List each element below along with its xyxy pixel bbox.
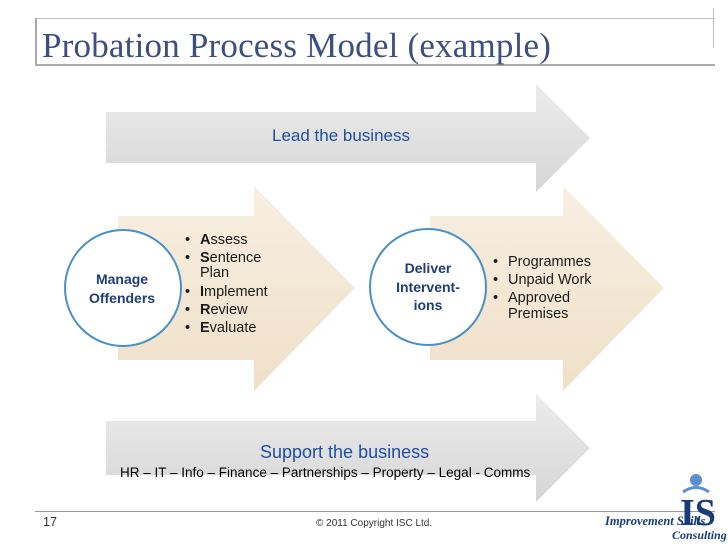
deliver-label-line1: Deliver [404,260,452,276]
title-frame-bottom-line [35,64,715,66]
support-functions-list: HR – IT – Info – Finance – Partnerships … [120,465,531,480]
copyright-notice: © 2011 Copyright ISC Ltd. [316,518,433,529]
step-implement: Implement [182,284,292,300]
support-arrow-label: Support the business [260,442,430,462]
logo-dot [690,474,702,486]
deliver-chevron-shape [430,186,664,391]
manage-label-line1: Manage [95,271,149,287]
company-logo-icon [682,474,710,494]
deliver-interventions-label: Deliver Intervent- ions [380,259,476,315]
logo-mark: IS [680,492,716,534]
slide-title: Probation Process Model (example) [42,26,552,65]
step-assess: Assess [182,232,292,248]
step-evaluate: Evaluate [182,320,292,336]
lead-arrow-shape [106,84,590,192]
deliver-item-approved-premises: Approved Premises [490,291,630,322]
deliver-item-programmes: Programmes [490,254,630,270]
title-frame-left-line [35,18,37,64]
logo-line-1: Improvement Skills [605,514,706,528]
manage-circle [64,229,182,347]
deliver-circle [369,228,487,346]
lead-arrow-label: Lead the business [272,126,410,145]
deliver-label-line2: Intervent- [396,278,460,295]
support-arrow-shape [106,394,590,502]
logo-line-2: Consulting [672,528,727,542]
assess-steps-list: Assess Sentence Plan Implement Review Ev… [182,232,292,339]
title-frame-right-line [713,8,714,48]
manage-label-line2: Offenders [88,289,156,306]
step-review: Review [182,302,292,318]
deliver-items-list: Programmes Unpaid Work Approved Premises [490,254,630,325]
deliver-item-unpaid-work: Unpaid Work [490,272,630,288]
title-frame-top-line [35,18,715,19]
footer-divider [35,511,715,512]
deliver-label-line3: ions [413,297,443,314]
logo-swoosh [682,486,710,494]
page-number: 17 [43,515,57,529]
manage-offenders-label: Manage Offenders [72,270,172,307]
step-sentence-plan: Sentence Plan [182,251,292,282]
